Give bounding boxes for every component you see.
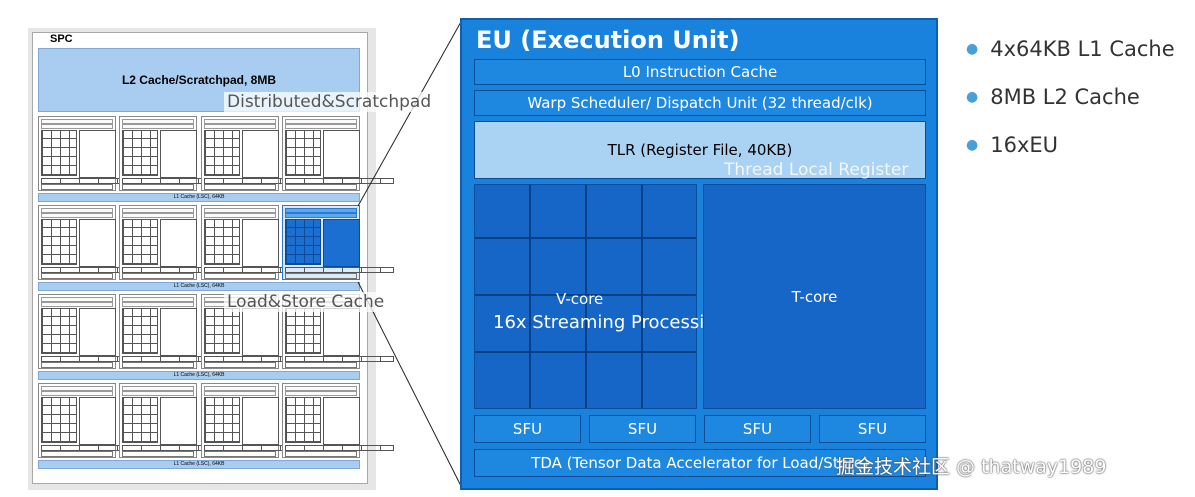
- bullet-dot-icon: ●: [966, 89, 979, 105]
- l1-cache-bar: L1 Cache (LSC), 64KB: [38, 282, 360, 291]
- mini-eu: [282, 383, 394, 458]
- mini-eu: [38, 383, 150, 458]
- t-core-block: T-core: [703, 184, 926, 409]
- mini-eu: [38, 205, 150, 280]
- mini-eu: [38, 116, 150, 191]
- sfu-unit: SFU: [474, 415, 581, 443]
- tlr-register-file: TLR (Register File, 40KB): [474, 121, 926, 179]
- watermark: 掘金技术社区 @ thatway1989: [836, 456, 1107, 478]
- load-store-cache-label: Load&Store Cache: [224, 292, 388, 312]
- spc-title: SPC: [50, 33, 73, 45]
- bullet-text: 4x64KB L1 Cache: [990, 37, 1175, 61]
- eu-cluster-row: L1 Cache (LSC), 64KB: [38, 383, 394, 469]
- eu-cluster-row: L1 Cache (LSC), 64KB: [38, 205, 394, 291]
- tda-block: TDA (Tensor Data Accelerator for Load/St…: [474, 449, 926, 477]
- highlighted-mini-eu: [282, 205, 394, 280]
- v-core-block: [474, 184, 697, 409]
- bullet-text: 8MB L2 Cache: [990, 85, 1140, 109]
- distributed-scratchpad-label: Distributed&Scratchpad: [224, 92, 435, 112]
- sfu-unit: SFU: [819, 415, 926, 443]
- warp-scheduler: Warp Scheduler/ Dispatch Unit (32 thread…: [474, 90, 926, 116]
- bullet-item: ● 8MB L2 Cache: [966, 85, 1140, 109]
- mini-eu: [38, 294, 150, 369]
- mini-eu: [119, 294, 231, 369]
- l0-instruction-cache: L0 Instruction Cache: [474, 59, 926, 85]
- mini-eu: [119, 205, 231, 280]
- mini-eu: [201, 116, 313, 191]
- l1-cache-bar: L1 Cache (LSC), 64KB: [38, 193, 360, 202]
- v-core-label: V-core: [556, 290, 604, 308]
- eu-cluster-row: L1 Cache (LSC), 64KB: [38, 116, 394, 202]
- sfu-unit: SFU: [589, 415, 696, 443]
- mini-eu: [119, 116, 231, 191]
- streaming-processing-label: 16x Streaming Processing: [493, 312, 728, 333]
- bullet-dot-icon: ●: [966, 41, 979, 57]
- l1-cache-bar: L1 Cache (LSC), 64KB: [38, 371, 360, 380]
- bullet-text: 16xEU: [990, 133, 1059, 157]
- thread-local-register-label: Thread Local Register: [724, 160, 909, 180]
- mini-eu: [201, 205, 313, 280]
- sfu-unit: SFU: [704, 415, 811, 443]
- bullet-dot-icon: ●: [966, 137, 979, 153]
- l1-cache-bar: L1 Cache (LSC), 64KB: [38, 460, 360, 469]
- mini-eu: [119, 383, 231, 458]
- mini-eu: [201, 383, 313, 458]
- bullet-item: ● 4x64KB L1 Cache: [966, 37, 1175, 61]
- mini-eu: [282, 116, 394, 191]
- eu-title: EU (Execution Unit): [476, 26, 740, 54]
- bullet-item: ● 16xEU: [966, 133, 1058, 157]
